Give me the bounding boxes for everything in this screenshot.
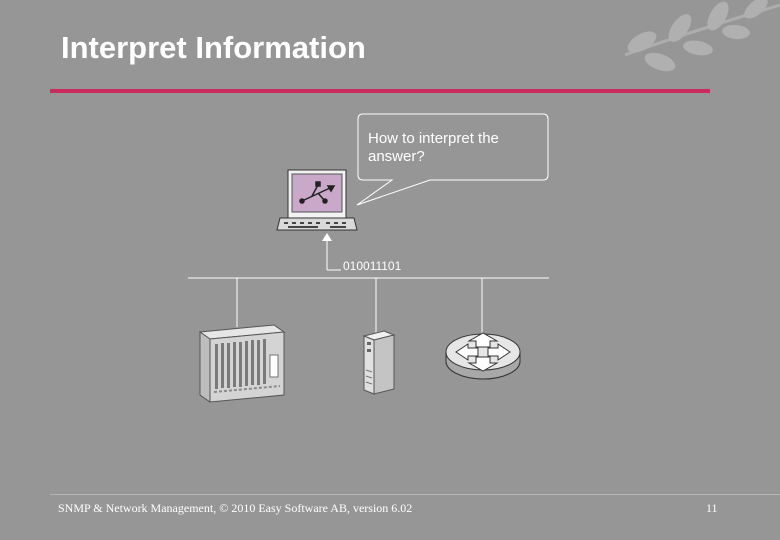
title-divider	[50, 89, 710, 93]
speech-bubble	[356, 113, 549, 206]
footer-text: SNMP & Network Management, © 2010 Easy S…	[58, 501, 413, 515]
usb-symbol-icon	[299, 181, 336, 204]
rack-switch-icon	[198, 324, 286, 403]
binary-label: 010011101	[343, 259, 402, 273]
page-number: 11	[706, 501, 718, 515]
computer-terminal-icon	[276, 169, 358, 231]
server-tower-icon	[362, 330, 396, 395]
router-icon	[445, 332, 521, 380]
slide-title: Interpret Information	[61, 30, 366, 65]
footer-divider	[50, 494, 780, 495]
leaf-branch-icon	[624, 0, 780, 72]
callout-text: How to interpret the answer?	[368, 130, 499, 165]
